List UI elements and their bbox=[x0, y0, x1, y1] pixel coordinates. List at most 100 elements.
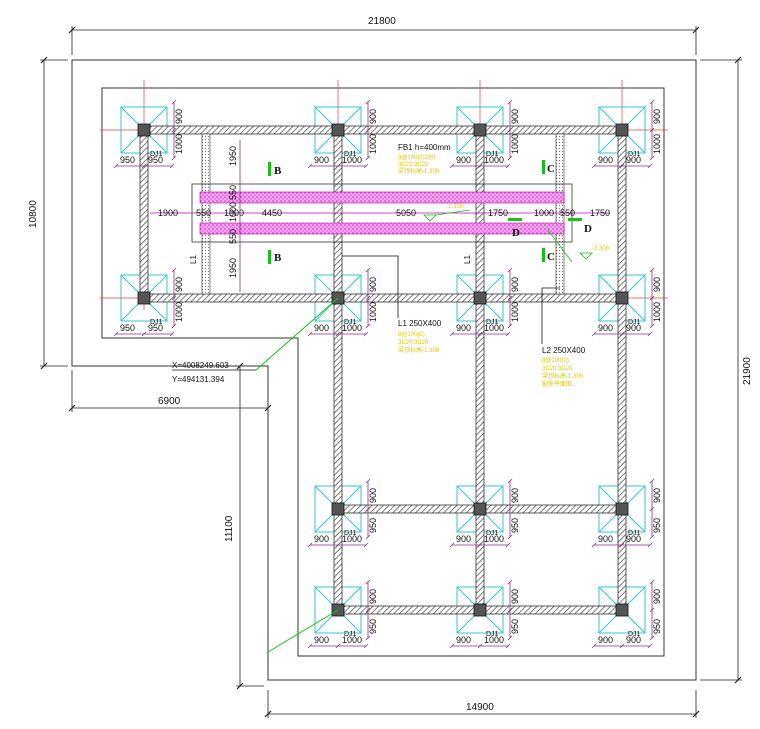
pad-dim-left: 900 bbox=[456, 323, 471, 333]
pad-dim-top: 900 bbox=[510, 109, 520, 124]
columns bbox=[137, 123, 629, 617]
pad-dimension-texts: 950 950 900 1000 900 1000 900 1000 900 1000 900 100… bbox=[120, 109, 662, 645]
footing-label: DJ1 bbox=[486, 319, 499, 326]
footing-label: DJ1 bbox=[344, 530, 357, 537]
l2-note-1: 8@100(2) bbox=[542, 358, 569, 364]
elevation-2: -2.300 bbox=[592, 246, 610, 252]
dotted-walls bbox=[201, 133, 565, 295]
pad-dim-left: 900 bbox=[456, 534, 471, 544]
pad-dim-top: 900 bbox=[652, 277, 662, 292]
outer-outline bbox=[71, 59, 697, 681]
pad-dim-top: 900 bbox=[510, 277, 520, 292]
pad-dim-left: 900 bbox=[598, 323, 613, 333]
footing-label: DJ1 bbox=[150, 151, 163, 158]
section-mark-b-bottom: B bbox=[274, 252, 282, 264]
pad-dim-right: 1000 bbox=[484, 534, 504, 544]
pad-dim-right: 900 bbox=[626, 323, 641, 333]
coordinate-leader: X=4008249.603 Y=494131.394 bbox=[172, 297, 339, 653]
pad-dim-bottom: 950 bbox=[368, 619, 378, 634]
l1-vertical-label-right: L1 bbox=[463, 255, 472, 264]
column-3 bbox=[473, 123, 487, 137]
section-mark-c-bottom: C bbox=[547, 251, 555, 263]
l1-vertical-label: L1 bbox=[189, 255, 198, 264]
pad-dim-bottom: 1000 bbox=[510, 302, 520, 322]
coordinate-y: Y=494131.394 bbox=[172, 375, 225, 384]
footing-label: DJ1 bbox=[344, 631, 357, 638]
pad-dim-left: 900 bbox=[314, 534, 329, 544]
footing-label: DJ1 bbox=[344, 151, 357, 158]
l2-note-4: 配筋平面图 bbox=[542, 380, 572, 388]
band-dim-7: 1000 bbox=[534, 208, 554, 218]
band-dim-1: 1900 bbox=[158, 208, 178, 218]
dim-top-width: 21800 bbox=[368, 16, 396, 27]
band-dims: 1900 550 1000 4450 5050 1750 1000 550 17… bbox=[158, 208, 610, 218]
section-mark-b-top: B bbox=[274, 165, 282, 177]
band-vdim-1: 1950 bbox=[228, 146, 238, 166]
l1-annotation: L1 250X400 8@100(2) 3C20;3C20 梁顶标高-1.300 bbox=[342, 255, 442, 354]
footing-label: DJ1 bbox=[150, 319, 163, 326]
fb1-note-2: 3C22;3C22 bbox=[398, 162, 429, 168]
section-mark-c-top: C bbox=[547, 163, 555, 175]
pad-dim-top: 900 bbox=[510, 589, 520, 604]
band-vdim-5: 1950 bbox=[228, 258, 238, 278]
band-vdim-3: 1000 bbox=[228, 202, 238, 222]
l2-annotation: L2 250X400 8@100(2) 3C20;3C20 梁顶标高-1.300… bbox=[541, 287, 586, 388]
pad-dim-bottom: 1000 bbox=[652, 302, 662, 322]
fb1-note-1: 8@100(2)200 bbox=[398, 155, 435, 161]
section-marks: B B C C D D bbox=[268, 160, 592, 264]
footing-label: DJ1 bbox=[486, 151, 499, 158]
inner-outline bbox=[101, 87, 665, 657]
dim-bottom-width: 14900 bbox=[466, 702, 494, 713]
pad-dim-left: 900 bbox=[598, 534, 613, 544]
dim-lower-height: 11100 bbox=[224, 515, 235, 542]
pad-dim-left: 950 bbox=[120, 155, 135, 165]
dimension-ticks bbox=[40, 26, 742, 718]
pad-dim-left: 900 bbox=[314, 323, 329, 333]
pad-dim-top: 900 bbox=[174, 277, 184, 292]
pad-dim-top: 900 bbox=[368, 589, 378, 604]
pad-dim-bottom: 1000 bbox=[174, 134, 184, 154]
pad-dim-bottom: 1000 bbox=[652, 134, 662, 154]
pad-dim-right: 900 bbox=[626, 534, 641, 544]
column-10 bbox=[473, 502, 487, 516]
pad-dim-top: 900 bbox=[174, 109, 184, 124]
l1-note-3: 梁顶标高-1.300 bbox=[398, 346, 440, 354]
pad-dim-right: 900 bbox=[626, 635, 641, 645]
column-2 bbox=[331, 123, 345, 137]
pad-dim-left: 900 bbox=[456, 155, 471, 165]
l1-title: L1 250X400 bbox=[398, 319, 442, 328]
pad-dim-top: 900 bbox=[652, 589, 662, 604]
dim-notch-width: 6900 bbox=[158, 396, 181, 407]
fb1-annotation: FB1 h=400mm 8@100(2)200 3C22;3C22 梁顶标高-1… bbox=[398, 143, 451, 175]
column-5 bbox=[137, 291, 151, 305]
pad-dim-top: 900 bbox=[652, 109, 662, 124]
footing-label: DJ1 bbox=[628, 530, 641, 537]
pad-dim-left: 900 bbox=[314, 635, 329, 645]
pad-dim-right: 900 bbox=[626, 155, 641, 165]
column-7 bbox=[473, 291, 487, 305]
column-14 bbox=[615, 603, 629, 617]
band-dim-3: 1000 bbox=[224, 208, 244, 218]
fb1-beam-bottom bbox=[199, 222, 565, 235]
pad-dim-bottom: 1000 bbox=[368, 134, 378, 154]
band-dim-6: 1750 bbox=[488, 208, 508, 218]
column-8 bbox=[615, 291, 629, 305]
band-vdim-4: 550 bbox=[228, 229, 238, 244]
l1-note-1: 8@100(2) bbox=[398, 332, 425, 338]
pad-dim-bottom: 1000 bbox=[174, 302, 184, 322]
pad-dim-right: 1000 bbox=[342, 155, 362, 165]
pad-dim-top: 900 bbox=[652, 488, 662, 503]
footing-label: DJ1 bbox=[628, 319, 641, 326]
column-9 bbox=[331, 502, 345, 516]
pad-dim-top: 900 bbox=[510, 488, 520, 503]
pad-dim-bottom: 1000 bbox=[510, 134, 520, 154]
band-dim-8: 550 bbox=[560, 208, 575, 218]
band-dim-9: 1750 bbox=[590, 208, 610, 218]
elevation-marks: -1.300 -2.300 bbox=[423, 204, 610, 263]
pad-dimension-lines bbox=[113, 99, 655, 649]
pad-dim-right: 1000 bbox=[484, 323, 504, 333]
pad-dim-top: 900 bbox=[368, 277, 378, 292]
pad-dim-bottom: 1000 bbox=[368, 302, 378, 322]
column-13 bbox=[473, 603, 487, 617]
